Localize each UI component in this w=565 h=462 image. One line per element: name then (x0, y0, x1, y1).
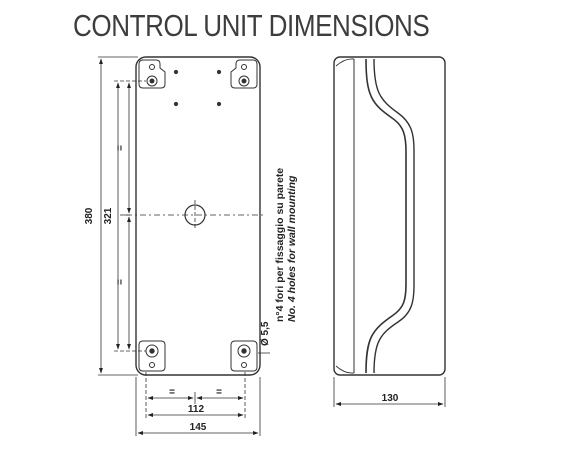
dimension-hole-spacing-horizontal: 112 (188, 404, 205, 415)
equal-mark-lower: = (115, 279, 126, 285)
enclosure-outline (135, 56, 261, 376)
side-view (333, 56, 446, 376)
side-grip-outer (365, 58, 407, 374)
screw-hole (173, 101, 179, 107)
mounting-bracket-top-left (138, 59, 166, 89)
side-lid-curve-top (335, 58, 355, 67)
equal-mark-left: = (169, 387, 175, 398)
dimension-lines-horizontal (135, 372, 261, 436)
equal-mark-right: = (216, 387, 222, 398)
mounting-bracket-bottom-left (138, 340, 166, 372)
screw-hole (216, 69, 222, 75)
dimension-lines-depth (333, 377, 446, 407)
dimension-total-width: 145 (190, 422, 207, 433)
equal-mark-upper: = (115, 145, 126, 151)
mounting-bracket-bottom-right (230, 340, 258, 372)
side-enclosure-outline (333, 56, 446, 376)
front-view (126, 56, 264, 376)
mounting-bracket-top-right (230, 59, 258, 89)
note-english: No. 4 holes for wall mounting (286, 175, 298, 322)
screw-hole (173, 69, 179, 75)
dimension-hole-diameter: Ø 5,5 (260, 321, 271, 346)
dimension-total-height: 380 (84, 207, 95, 224)
side-grip-inner (373, 58, 415, 374)
dimension-depth: 130 (382, 393, 399, 404)
page-title: CONTROL UNIT DIMENSIONS (73, 8, 430, 43)
side-lid-curve-bottom (335, 365, 355, 374)
screw-hole (216, 101, 222, 107)
dimension-lines-vertical (98, 56, 146, 376)
dimension-hole-spacing-vertical: 321 (103, 207, 114, 224)
note-italian: n°4 fori per fissaggio su parete (274, 168, 286, 322)
